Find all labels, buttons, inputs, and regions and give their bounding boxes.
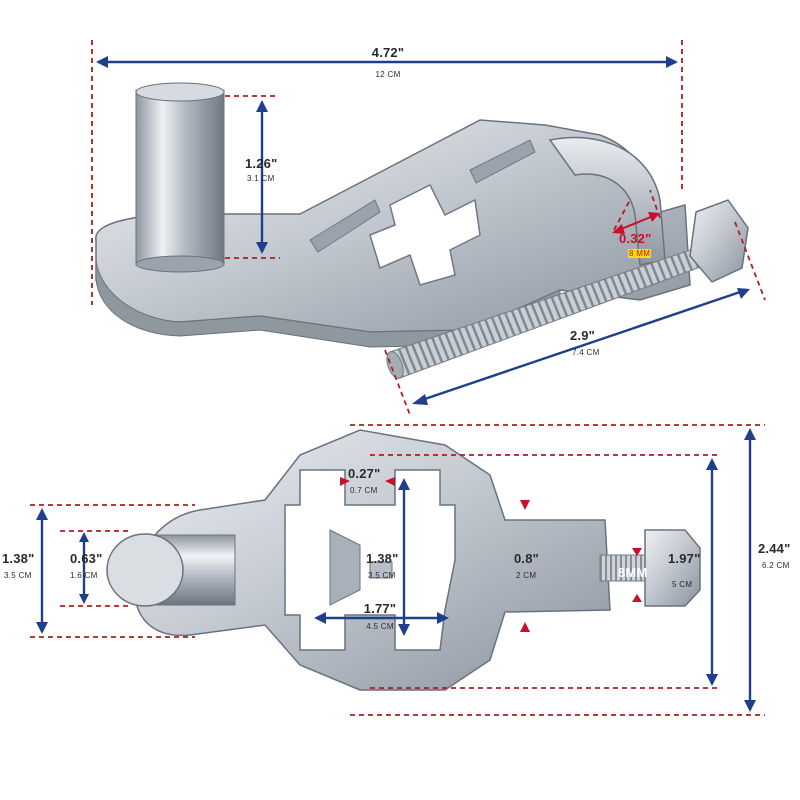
bottom-pin-end bbox=[106, 533, 184, 607]
bottom-product-view bbox=[106, 429, 701, 691]
dimension-lines bbox=[36, 56, 756, 712]
top-product-view bbox=[95, 82, 749, 379]
pin-height-inch: 1.26" bbox=[245, 156, 278, 171]
opening-height-cm: 3.5 CM bbox=[368, 571, 396, 580]
bolt-size-label: 8MM bbox=[618, 565, 648, 580]
base-width-inch: 1.38" bbox=[2, 551, 35, 566]
top-slot-right bbox=[469, 139, 536, 184]
pin-height-cm: 3.1 CM bbox=[247, 174, 275, 183]
bottom-inner-tab bbox=[329, 529, 361, 606]
bolt-length-cm: 7.4 CM bbox=[572, 348, 600, 357]
top-pin-body bbox=[135, 89, 225, 266]
overall-length-inch: 4.72" bbox=[371, 45, 405, 60]
slot-width-inch: 0.27" bbox=[348, 466, 381, 481]
bottom-bolt-head bbox=[644, 529, 701, 607]
slot-width-cm: 0.7 CM bbox=[350, 486, 378, 495]
bottom-cross-opening bbox=[284, 469, 456, 651]
top-bolt-tip bbox=[386, 351, 404, 379]
opening-width-cm: 4.5 CM bbox=[366, 622, 394, 631]
top-x-cutout bbox=[369, 183, 481, 286]
bolt-length-inch: 2.9" bbox=[570, 328, 596, 343]
bolt-length-line bbox=[415, 288, 747, 404]
overall-length-cm: 12 CM bbox=[375, 70, 401, 79]
top-hook-clamp bbox=[548, 136, 666, 266]
red-markers bbox=[340, 212, 660, 632]
clamp-width-inch: 0.8" bbox=[514, 551, 540, 566]
bolt-diameter-mm: 8 MM bbox=[628, 249, 652, 258]
guide-lines bbox=[30, 40, 766, 716]
overall-height-inch: 2.44" bbox=[758, 541, 791, 556]
opening-width-inch: 1.77" bbox=[363, 601, 397, 616]
inner-height-cm: 5 CM bbox=[672, 580, 693, 589]
opening-height-inch: 1.38" bbox=[366, 551, 399, 566]
overall-height-cm: 6.2 CM bbox=[762, 561, 790, 570]
pin-diameter-cm: 1.6 CM bbox=[70, 571, 98, 580]
top-pin-bottom bbox=[135, 255, 225, 273]
top-slot-left bbox=[309, 199, 381, 253]
top-pin-top bbox=[135, 82, 225, 102]
clamp-width-cm: 2 CM bbox=[516, 571, 537, 580]
bolt-diameter-inch: 0.32" bbox=[619, 231, 652, 246]
top-bolt-head bbox=[689, 199, 749, 283]
inner-height-inch: 1.97" bbox=[668, 551, 701, 566]
bottom-small-stud bbox=[369, 561, 393, 579]
bottom-bolt-shaft bbox=[599, 554, 651, 582]
pin-diameter-inch: 0.63" bbox=[70, 551, 103, 566]
base-width-cm: 3.5 CM bbox=[4, 571, 32, 580]
